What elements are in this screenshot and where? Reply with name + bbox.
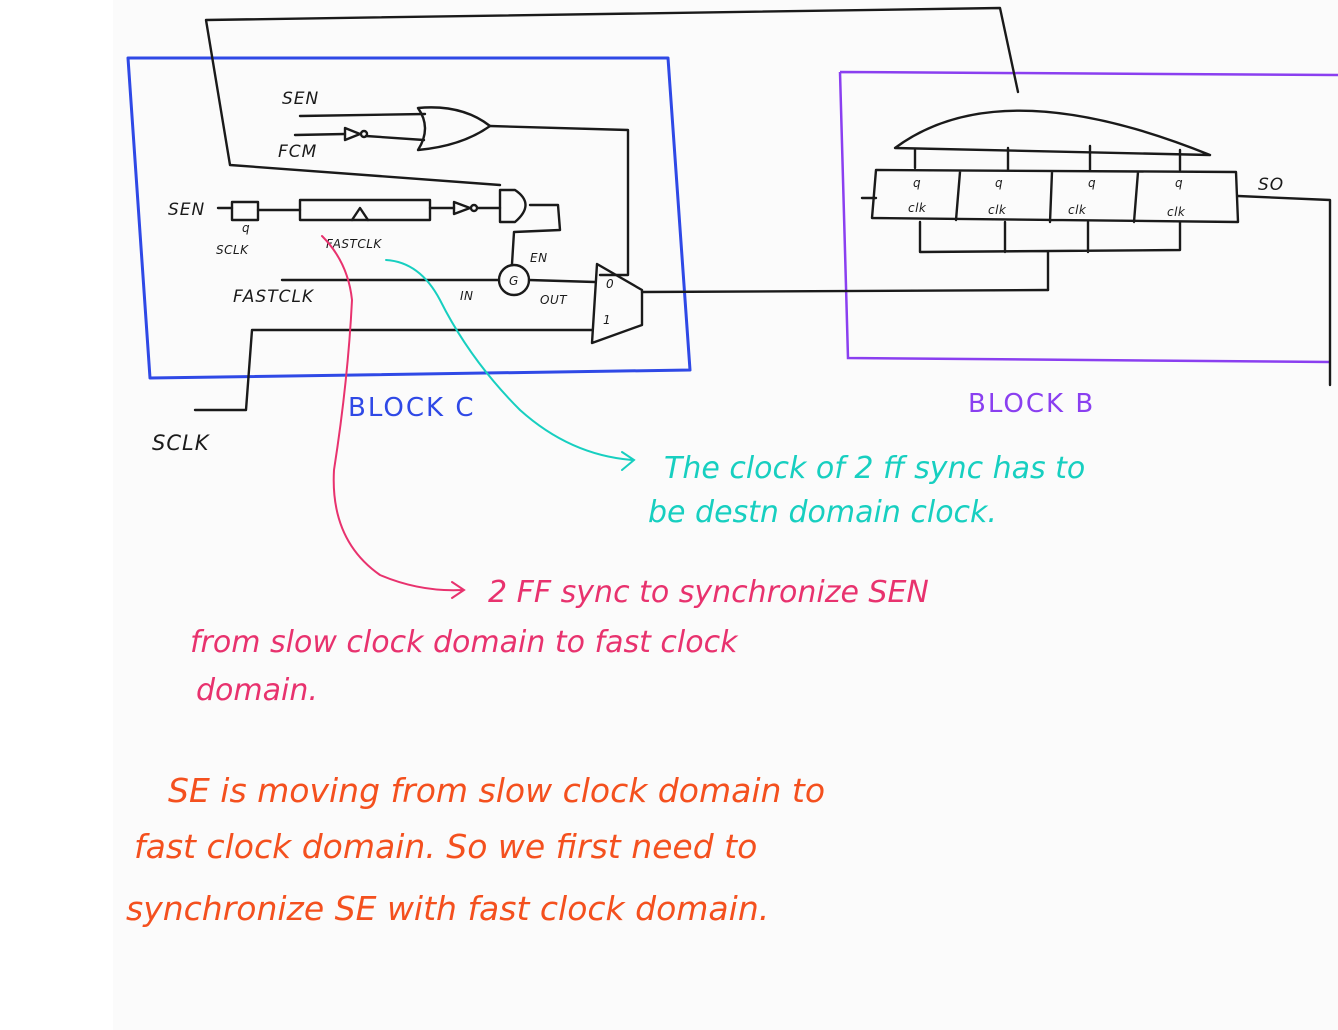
label-out: OUT — [540, 293, 568, 307]
label-fastclk-sync: FASTCLK — [326, 237, 382, 251]
label-q: q — [242, 221, 250, 235]
feedback-wire — [204, 6, 1020, 187]
orange-note-line-3: synchronize SE with fast clock domain. — [126, 889, 769, 928]
teal-note-line-2: be destn domain clock. — [648, 495, 997, 530]
sen-to-or-wire — [298, 112, 427, 118]
label-so: SO — [1258, 175, 1284, 195]
flop-2-clk: clk — [988, 203, 1007, 217]
mux-output-wire — [640, 288, 1050, 294]
orange-note-line-2: fast clock domain. So we first need to — [134, 827, 757, 866]
block-c-title: BLOCK C — [348, 393, 475, 423]
or-output-wire — [488, 124, 630, 277]
flop-2-q: q — [995, 176, 1003, 190]
pink-annotation-arrow — [321, 235, 466, 599]
flop-and-gate — [893, 109, 1212, 157]
flop-1-q: q — [913, 176, 921, 190]
flop-4-q: q — [1175, 176, 1183, 190]
and-to-en-wire — [510, 203, 562, 266]
block-b-border — [838, 70, 1338, 364]
sen-input-flop — [230, 200, 260, 222]
label-sen-top: SEN — [282, 89, 319, 109]
so-output-wire — [1236, 194, 1332, 387]
sync-buffer-bubble — [469, 203, 479, 213]
label-mux-0: 0 — [606, 277, 614, 291]
label-in: IN — [460, 289, 474, 303]
sclk-mux-wire — [193, 328, 594, 412]
flop-1-clk: clk — [908, 201, 927, 215]
label-fcm: FCM — [278, 142, 317, 162]
block-b-title: BLOCK B — [968, 389, 1095, 419]
two-ff-sync — [298, 198, 432, 222]
orange-note-line-1: SE is moving from slow clock domain to — [168, 771, 825, 810]
teal-annotation-arrow — [385, 259, 636, 471]
fcm-buffer — [343, 126, 362, 142]
label-sclk: SCLK — [152, 431, 211, 455]
label-sen-left: SEN — [168, 200, 205, 220]
fcm-buffer-bubble — [359, 129, 369, 139]
pink-note-line-2: from slow clock domain to fast clock — [190, 625, 739, 660]
block-c-border — [126, 56, 692, 380]
and-gate — [498, 188, 527, 224]
or-gate — [416, 106, 492, 152]
fcm-to-or-wire — [293, 132, 426, 142]
label-fastclk-left: FASTCLK — [233, 287, 315, 307]
sync-buffer — [452, 200, 472, 216]
sync-clock-triangle — [350, 206, 370, 222]
label-sclk-inner: SCLK — [216, 243, 249, 257]
label-g: G — [509, 274, 519, 288]
label-en: EN — [530, 251, 548, 265]
flop-3-clk: clk — [1068, 203, 1087, 217]
gated-clk-out-wire — [527, 278, 597, 284]
flop-3-q: q — [1088, 176, 1096, 190]
flop-4-clk: clk — [1167, 205, 1186, 219]
flop-clock-tree — [918, 220, 1182, 292]
pink-note-line-1: 2 FF sync to synchronize SEN — [488, 575, 929, 610]
flop-chain — [870, 168, 1240, 224]
label-mux-1: 1 — [603, 313, 611, 327]
pink-note-line-3: domain. — [196, 673, 318, 708]
teal-note-line-1: The clock of 2 ff sync has to — [664, 451, 1085, 486]
clock-mux — [590, 262, 644, 345]
flop-q-wires — [913, 144, 1182, 172]
